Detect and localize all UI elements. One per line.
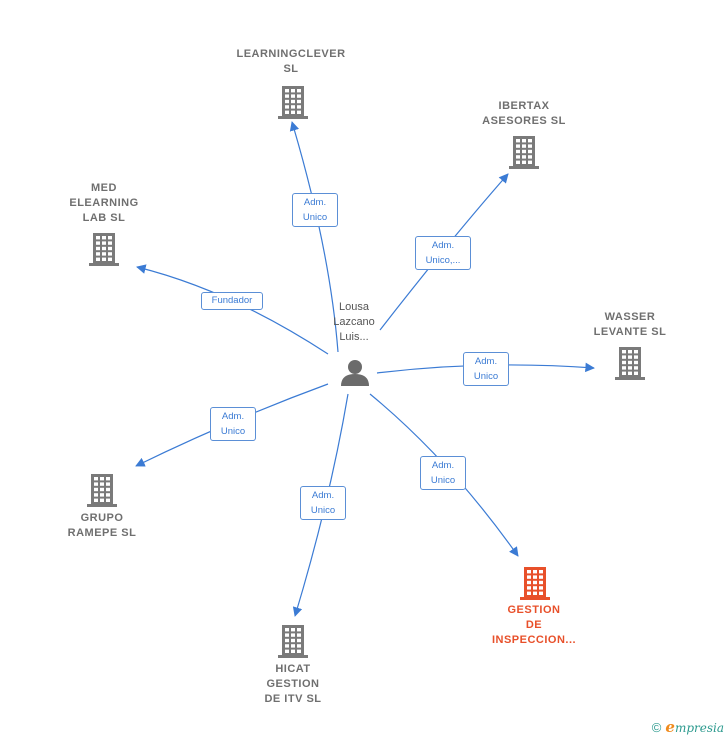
edge-learningclever [289,121,339,353]
node-label-learningclever[interactable]: LEARNINGCLEVER SL [236,48,346,75]
node-label-wasser[interactable]: WASSER LEVANTE SL [593,311,667,338]
node-label-hicat[interactable]: HICAT GESTION DE ITV SL [264,663,322,705]
edge-label-hicat[interactable]: Adm. Unico [300,486,346,520]
node-label-ibertax[interactable]: IBERTAX ASESORES SL [482,100,566,127]
footer-brand[interactable]: © empresia [652,718,724,736]
edge-label-wasser[interactable]: Adm. Unico [463,352,509,386]
copyright-icon: © [651,719,662,735]
building-icon-gestion[interactable] [520,567,550,600]
edge-label-med[interactable]: Fundador [201,292,263,310]
building-icon-wasser[interactable] [615,347,645,380]
edge-label-learningclever[interactable]: Adm. Unico [292,193,338,227]
building-icon-ibertax[interactable] [509,136,539,169]
building-icon-ramepe[interactable] [87,474,117,507]
edge-med [136,264,329,355]
edge-label-ramepe[interactable]: Adm. Unico [210,407,256,441]
building-icon-learningclever[interactable] [278,86,308,119]
center-person-label[interactable]: Lousa Lazcano Luis... [333,301,375,343]
edge-label-gestion[interactable]: Adm. Unico [420,456,466,490]
node-label-med[interactable]: MED ELEARNING LAB SL [69,182,139,224]
building-icon-hicat[interactable] [278,625,308,658]
edge-label-ibertax[interactable]: Adm. Unico,... [415,236,471,270]
person-icon[interactable] [341,360,369,386]
brand-logo: empresia [665,718,724,736]
node-label-gestion[interactable]: GESTION DE INSPECCION... [491,604,577,646]
building-icon-med[interactable] [89,233,119,266]
node-label-ramepe[interactable]: GRUPO RAMEPE SL [67,512,137,539]
